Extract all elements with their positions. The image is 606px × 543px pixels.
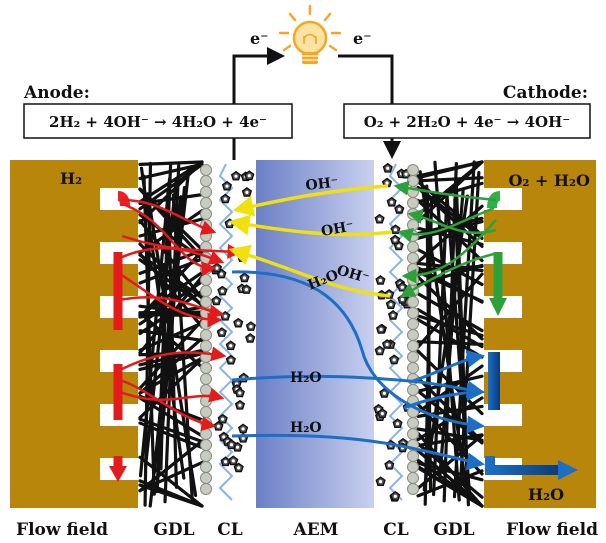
oh-label-1: OH⁻ <box>305 175 339 194</box>
h2o-outlet-label: H₂O <box>528 485 564 504</box>
anode-equation-box <box>23 103 293 139</box>
h2o-label-2: H₂O <box>290 370 322 386</box>
cl-left <box>200 163 257 501</box>
gdl-right <box>416 160 484 508</box>
gdl-left <box>138 160 204 508</box>
label-gdl-left: GDL <box>153 520 194 540</box>
electron-label-left: e⁻ <box>250 29 269 48</box>
cathode-equation-box <box>343 103 591 139</box>
flow-field-right <box>484 160 596 508</box>
label-cl-left: CL <box>217 520 243 540</box>
flow-field-left <box>10 160 138 508</box>
cathode-title: Cathode: <box>503 83 588 103</box>
label-gdl-right: GDL <box>433 520 474 540</box>
anode-equation: 2H₂ + 4OH⁻ → 4H₂O + 4e⁻ <box>49 113 267 131</box>
o2-h2o-inlet-label: O₂ + H₂O <box>508 171 590 190</box>
layer-labels: Flow field GDL CL AEM CL GDL Flow field <box>16 520 598 540</box>
oh-label-2: OH⁻ <box>320 218 355 239</box>
hydroxide-flow: OH⁻ OH⁻ OH⁻ <box>228 175 393 298</box>
h2-inlet-label: H₂ <box>60 169 82 188</box>
hydrogen-flow: H₂ <box>40 169 243 482</box>
cathode-equation: O₂ + 2H₂O + 4e⁻ → 4OH⁻ <box>364 113 570 131</box>
oxygen-flow: O₂ + H₂O <box>393 171 590 316</box>
light-bulb-icon <box>278 4 342 64</box>
h2o-label-3: H₂O <box>290 420 322 436</box>
electron-label-right: e⁻ <box>353 29 372 48</box>
aem-membrane <box>256 160 374 508</box>
label-aem: AEM <box>293 520 339 540</box>
label-flow-field-left: Flow field <box>16 520 108 540</box>
label-flow-field-right: Flow field <box>506 520 598 540</box>
label-cl-right: CL <box>383 520 409 540</box>
anode-title: Anode: <box>23 83 90 103</box>
